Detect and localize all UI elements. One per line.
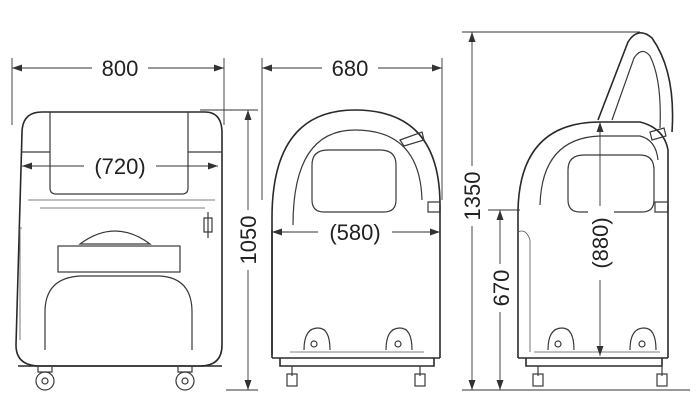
side-base bbox=[272, 357, 440, 367]
side-view: 680 (580) bbox=[261, 54, 443, 387]
open-wheel-guard-left bbox=[547, 327, 575, 351]
label-front-width: 800 bbox=[102, 56, 139, 81]
side-bolt-left bbox=[310, 340, 318, 348]
dim-total-height: 1350 bbox=[460, 31, 690, 391]
open-caster-left bbox=[532, 366, 544, 387]
label-lower-height: 670 bbox=[489, 270, 514, 307]
dim-front-inner-width: (720) bbox=[22, 152, 218, 180]
open-lid-outer bbox=[597, 32, 674, 133]
front-view: 800 (720) 1050 bbox=[11, 54, 262, 391]
label-total-height: 1350 bbox=[460, 172, 485, 221]
front-panel bbox=[57, 245, 181, 273]
caster-wheel-right bbox=[175, 366, 195, 391]
side-wheel-guard-right bbox=[385, 327, 413, 351]
open-body-inner-arch bbox=[539, 135, 659, 206]
front-handle-recess bbox=[78, 230, 152, 245]
label-front-height: 1050 bbox=[236, 216, 261, 265]
side-caster-left bbox=[286, 366, 298, 387]
front-body-outline bbox=[15, 111, 223, 367]
label-front-inner-width: (720) bbox=[94, 154, 145, 179]
dim-front-height: 1050 bbox=[200, 109, 262, 391]
open-body-arch bbox=[517, 121, 669, 211]
open-left-inner bbox=[517, 230, 531, 352]
side-caster-right bbox=[414, 366, 426, 387]
side-arch-outer bbox=[271, 109, 441, 355]
open-lid-inner bbox=[611, 50, 661, 129]
label-inner-height: (880) bbox=[588, 217, 613, 268]
open-hinge-icon bbox=[649, 127, 667, 141]
label-side-width: 680 bbox=[332, 56, 369, 81]
open-base bbox=[518, 357, 668, 367]
open-window bbox=[567, 154, 655, 213]
side-window bbox=[311, 149, 397, 213]
dim-inner-height: (880) bbox=[588, 122, 614, 356]
lock-icon bbox=[203, 212, 213, 238]
open-latch bbox=[654, 201, 669, 213]
side-arch-inner bbox=[292, 129, 423, 226]
open-caster-right bbox=[656, 366, 668, 387]
open-wheel-guard-right bbox=[629, 327, 657, 351]
open-view: 1350 670 (880) bbox=[460, 31, 690, 391]
caster-wheel-left bbox=[35, 366, 55, 391]
hinge-icon bbox=[399, 131, 425, 147]
front-side-edge bbox=[19, 227, 22, 340]
dim-side-width: 680 bbox=[261, 54, 443, 200]
side-wheel-guard-left bbox=[303, 327, 331, 351]
front-lid bbox=[49, 112, 189, 195]
side-bolt-right bbox=[394, 340, 402, 348]
dim-front-width: 800 bbox=[11, 54, 225, 125]
dim-side-inner-width: (580) bbox=[272, 218, 440, 246]
dim-lower-height: 670 bbox=[488, 209, 520, 390]
label-side-inner-width: (580) bbox=[329, 220, 380, 245]
side-latch bbox=[427, 201, 441, 213]
open-bolt-right bbox=[638, 340, 646, 348]
front-cabinet bbox=[44, 275, 193, 350]
open-bolt-left bbox=[554, 340, 562, 348]
front-lid-edge bbox=[28, 199, 215, 209]
